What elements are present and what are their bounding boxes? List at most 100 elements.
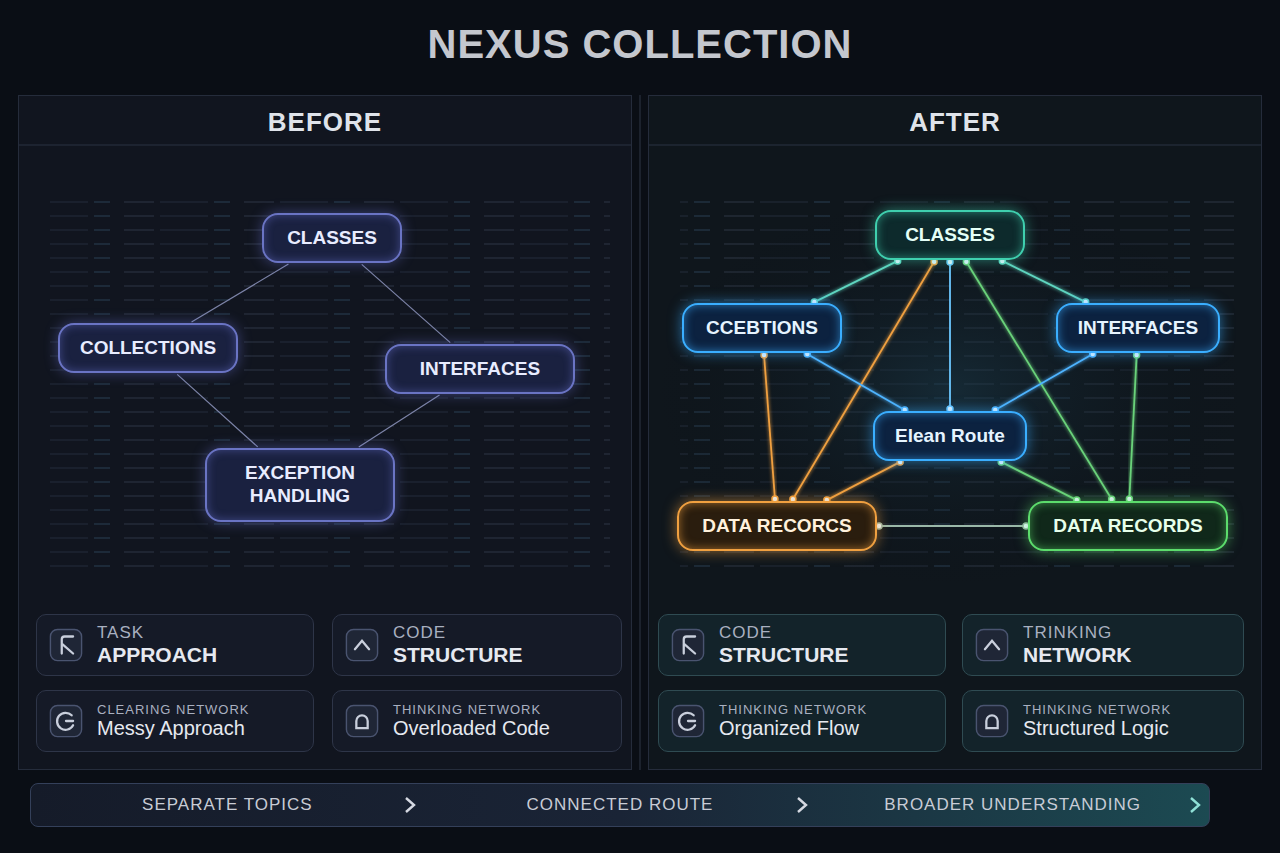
topic-box: DATA RECORDS [1028,501,1228,551]
icon-frame [672,629,703,660]
topic-box: COLLECTIONS [58,323,238,373]
connector [359,395,440,447]
topic-label: EXCEPTION HANDLING [227,462,373,508]
connector [1002,261,1085,302]
card-caption: CODE [719,623,849,643]
card-caption: CLEARING NETWORK [97,702,250,717]
connector [814,261,897,302]
bar-step: SEPARATE TOPICS [31,784,424,826]
connector-glow [1001,462,1077,500]
card-text: TRINKINGNETWORK [1023,623,1132,667]
connector-glow [359,395,440,447]
glow [650,190,1250,590]
connector [995,354,1092,410]
card-icon [671,628,705,662]
connector [793,262,934,500]
topic-box: DATA RECORCS [677,501,877,551]
icon-frame [976,629,1007,660]
chevron-stroke [406,798,414,812]
topic-label: CCEBTIONS [704,317,820,339]
code-texture [50,190,610,570]
connector-glow [995,354,1092,410]
card-icon [49,628,83,662]
topic-label: INTERFACES [1078,317,1198,339]
panel-heading: BEFORE [19,107,631,138]
card-icon [345,628,379,662]
icon-glyph [356,715,367,728]
card-value: Overloaded Code [393,717,550,740]
card-icon [671,704,705,738]
panel: AFTER CLASSES CCEBTIONS INTERFACES Elean Rou… [648,95,1262,770]
card-text: CLEARING NETWORKMessy Approach [97,702,250,740]
info-card: THINKING NETWORKStructured Logic [962,690,1244,752]
icon-glyph [986,715,997,728]
card-caption: CODE [393,623,523,643]
topic-box: Elean Route [873,411,1027,461]
card-text: THINKING NETWORKOverloaded Code [393,702,550,740]
card-text: CODESTRUCTURE [719,623,849,667]
card-icon [975,704,1009,738]
connector [879,525,1026,527]
connector [764,355,775,499]
topic-box: EXCEPTION HANDLING [205,448,395,522]
card-icon [345,704,379,738]
icon-glyph [62,637,73,654]
bar-step: BROADER UNDERSTANDING [816,784,1209,826]
info-card: TRINKINGNETWORK [962,614,1244,676]
connector [1001,462,1077,500]
card-value: STRUCTURE [393,643,523,667]
card-value: Structured Logic [1023,717,1171,740]
info-card: TASKAPPROACH [36,614,314,676]
chevron [794,795,810,815]
connector-glow [764,355,775,499]
card-caption: THINKING NETWORK [719,702,867,717]
card-value: Messy Approach [97,717,250,740]
connector-glow [177,374,257,447]
connector-glow [1129,355,1136,499]
connector [949,262,951,409]
topic-box: CLASSES [262,213,402,263]
connector-glow [807,354,904,410]
connector [362,264,451,342]
chevron-stroke [798,798,806,812]
icon-glyph [985,641,999,650]
connector [807,354,904,410]
step-label: CONNECTED ROUTE [527,795,714,815]
icon-glyph [684,637,695,654]
topic-box: CCEBTIONS [682,303,842,353]
divider [640,95,641,770]
card-text: THINKING NETWORKStructured Logic [1023,702,1171,740]
connector-glow [966,262,1111,500]
icon-frame [50,629,81,660]
panel: BEFORE CLASSES COLLECTIONS INTERFACES EXCEPT… [18,95,632,770]
card-caption: TASK [97,623,217,643]
icon-glyph [355,641,369,650]
icon-frame [346,629,377,660]
connector-glow [879,524,1026,528]
connector-glow [814,261,897,302]
topic-label: DATA RECORCS [699,515,855,537]
panel-ground [648,95,1262,770]
panel-heading: AFTER [649,107,1261,138]
topic-label: Elean Route [895,425,1005,447]
step-label: BROADER UNDERSTANDING [884,795,1141,815]
topic-box: CLASSES [875,210,1025,260]
card-caption: TRINKING [1023,623,1132,643]
icon-glyph [679,713,695,730]
topic-box: INTERFACES [385,344,575,394]
card-caption: THINKING NETWORK [1023,702,1171,717]
connector-glow [192,264,289,322]
connector [1129,355,1136,499]
topic-label: CLASSES [897,224,1003,246]
title: NEXUS COLLECTION [0,22,1280,67]
connector [827,462,900,500]
card-icon [975,628,1009,662]
connector-glow [948,262,952,409]
card-value: Organized Flow [719,717,867,740]
connector [192,264,289,322]
connector-glow [793,262,934,500]
connector-glow [827,462,900,500]
card-text: CODESTRUCTURE [393,623,523,667]
